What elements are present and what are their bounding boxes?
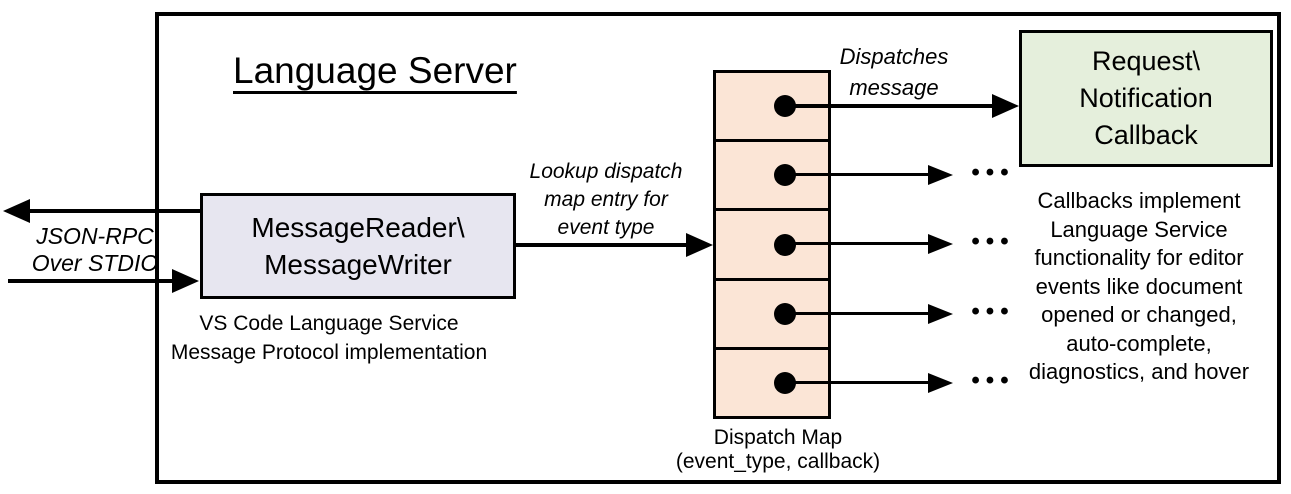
more-callbacks-ellipsis: ••• xyxy=(971,367,1015,394)
dispatch-cell xyxy=(716,142,828,212)
language-server-boundary-box xyxy=(155,12,1281,484)
callbacks-note-line: Language Service xyxy=(1050,216,1228,242)
arrow-line xyxy=(785,173,928,176)
arrowhead-right-icon xyxy=(928,304,953,324)
dispatch-map-caption: Dispatch Map (event_type, callback) xyxy=(650,426,906,474)
callbacks-note-line: events like document xyxy=(1035,273,1243,299)
diagram-title: Language Server xyxy=(233,50,517,91)
lookup-label-line2: map entry for xyxy=(544,188,668,211)
lookup-label-line1: Lookup dispatch xyxy=(529,160,683,183)
callbacks-note-line: auto-complete, xyxy=(1066,330,1212,356)
callback-box-line1: Request\ xyxy=(1091,46,1201,76)
arrow-line xyxy=(516,243,688,247)
more-callbacks-ellipsis: ••• xyxy=(971,159,1015,186)
arrowhead-right-icon xyxy=(172,269,199,293)
arrowhead-right-icon xyxy=(928,373,953,393)
arrowhead-right-icon xyxy=(928,234,953,254)
callbacks-note: Callbacks implement Language Service fun… xyxy=(1003,187,1275,387)
lookup-dispatch-label: Lookup dispatch map entry for event type xyxy=(516,158,696,242)
request-notification-callback-box: Request\ Notification Callback xyxy=(1019,30,1273,167)
arrow-line xyxy=(785,242,928,245)
arrow-line xyxy=(26,209,202,213)
dispatch-cell xyxy=(716,211,828,281)
arrow-line xyxy=(8,279,174,283)
lookup-label-line3: event type xyxy=(557,216,655,239)
dispatch-cell xyxy=(716,281,828,350)
arrowhead-left-icon xyxy=(3,199,30,223)
message-box-caption: VS Code Language Service Message Protoco… xyxy=(149,309,509,367)
arrowhead-right-icon xyxy=(992,94,1019,118)
message-box-line2: MessageWriter xyxy=(264,249,452,280)
more-callbacks-ellipsis: ••• xyxy=(971,298,1015,325)
dispatches-label-line2: message xyxy=(849,75,939,100)
arrow-line xyxy=(785,312,928,315)
dispatches-message-label: Dispatches message xyxy=(830,41,958,103)
jsonrpc-label-line2: Over STDIO xyxy=(31,250,159,276)
message-caption-line1: VS Code Language Service xyxy=(199,312,459,335)
dispatch-map-caption-line2: (event_type, callback) xyxy=(675,450,881,473)
jsonrpc-label-line1: JSON-RPC xyxy=(36,223,154,249)
message-caption-line2: Message Protocol implementation xyxy=(170,341,488,364)
message-reader-writer-box: MessageReader\ MessageWriter xyxy=(200,193,516,299)
arrow-line xyxy=(785,104,992,108)
callback-box-line2: Notification xyxy=(1079,83,1213,113)
arrowhead-right-icon xyxy=(928,165,953,185)
callback-box-line3: Callback xyxy=(1094,120,1198,150)
arrow-line xyxy=(785,381,928,384)
callbacks-note-line: functionality for editor xyxy=(1034,245,1244,270)
message-box-line1: MessageReader\ xyxy=(251,212,465,243)
callbacks-note-line: diagnostics, and hover xyxy=(1028,359,1250,384)
dispatch-map-caption-line1: Dispatch Map xyxy=(713,426,843,449)
dispatches-label-line1: Dispatches xyxy=(839,44,949,69)
callbacks-note-line: opened or changed, xyxy=(1041,302,1237,327)
callbacks-note-line: Callbacks implement xyxy=(1037,188,1241,213)
jsonrpc-stdio-label: JSON-RPC Over STDIO xyxy=(15,223,175,277)
more-callbacks-ellipsis: ••• xyxy=(971,228,1015,255)
arrowhead-right-icon xyxy=(686,233,713,257)
